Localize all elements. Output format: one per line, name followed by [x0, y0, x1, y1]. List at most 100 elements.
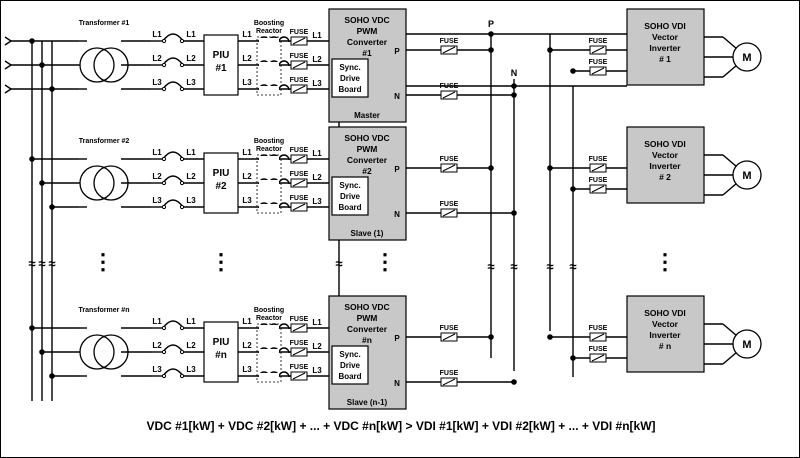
- fuse-label: FUSE: [589, 38, 608, 45]
- phase-label-in: L1: [152, 30, 162, 39]
- junction-dot: [488, 334, 494, 340]
- terminal-icon: [179, 156, 185, 162]
- sync-board-label: Board: [338, 85, 361, 94]
- phase-label-piu-out: L1: [242, 30, 252, 39]
- junction-dot: [511, 83, 517, 89]
- converter-terminal-n: N: [394, 210, 400, 219]
- reactor-label: Reactor: [256, 28, 282, 35]
- inverter-number: # 1: [659, 54, 671, 64]
- wire-break-symbol: ≈: [48, 256, 55, 271]
- transformer-secondary-icon: [93, 47, 129, 83]
- converter-subtitle: Converter: [347, 324, 388, 334]
- motor-wire: [722, 36, 738, 50]
- piu-label: PIU: [213, 168, 230, 179]
- fuse-label: FUSE: [440, 370, 459, 377]
- continuation-ellipsis: ⋮: [210, 249, 232, 274]
- sync-board-label: Sync.: [339, 181, 360, 190]
- junction-dot: [29, 38, 35, 44]
- fuse-element: [292, 61, 306, 69]
- reactor-label: Boosting: [254, 20, 284, 27]
- wire-break-symbol: ≈: [569, 259, 576, 274]
- inverter-subtitle: Vector: [652, 150, 679, 160]
- inverter-box: [626, 295, 705, 373]
- reactor-gap: [259, 86, 279, 92]
- inductor-loop-icon: [162, 199, 184, 208]
- inverter-subtitle: Inverter: [649, 161, 681, 171]
- reactor-label: Boosting: [254, 138, 284, 145]
- phase-label-in: L3: [152, 196, 162, 205]
- junction-dot: [29, 325, 35, 331]
- terminal-icon: [161, 156, 167, 162]
- reactor-boundary: [256, 36, 282, 96]
- phase-label-piu-in: L1: [186, 148, 196, 157]
- fuse-label: FUSE: [290, 171, 309, 178]
- phase-label-piu-out: L1: [242, 148, 252, 157]
- phase-label-piu-in: L2: [186, 172, 196, 181]
- motor-icon: [732, 329, 762, 359]
- fuse-label: FUSE: [589, 325, 608, 332]
- terminal-icon: [161, 62, 167, 68]
- inverter-title: SOHO VDI: [644, 139, 686, 149]
- transformer-secondary-icon: [93, 165, 129, 201]
- motor-wire: [722, 323, 738, 337]
- piu-box: [203, 34, 239, 96]
- inverter-number: # n: [659, 341, 671, 351]
- wire-break-symbol: ≈: [335, 256, 342, 271]
- phase-label-in: L3: [152, 365, 162, 374]
- converter-terminal-n: N: [394, 379, 400, 388]
- transformer-label: Transformer #n: [79, 307, 130, 314]
- fuse-label: FUSE: [440, 325, 459, 332]
- sync-board-label: Board: [338, 203, 361, 212]
- junction-dot: [570, 68, 576, 74]
- phase-label-piu-out: L2: [242, 54, 252, 63]
- sync-drive-board: [331, 345, 369, 385]
- reactor-boundary: [256, 323, 282, 383]
- fuse-label: FUSE: [589, 346, 608, 353]
- reactor-boundary: [256, 154, 282, 214]
- fuse-element: [442, 164, 456, 172]
- power-balance-formula: VDC #1[kW] + VDC #2[kW] + ... + VDC #n[k…: [146, 419, 656, 433]
- reactor-gap: [259, 204, 279, 210]
- junction-dot: [488, 47, 494, 53]
- terminal-icon: [161, 204, 167, 210]
- fuse-element: [591, 46, 605, 54]
- phase-label-piu-in: L3: [186, 196, 196, 205]
- fuse-element: [591, 333, 605, 341]
- converter-subtitle: Converter: [347, 155, 388, 165]
- sync-board-label: Drive: [340, 192, 361, 201]
- junction-dot: [511, 379, 517, 385]
- piu-box: [203, 321, 239, 383]
- transformer-primary-icon: [79, 47, 115, 83]
- fuse-element: [442, 46, 456, 54]
- motor-icon: [732, 160, 762, 190]
- fuse-label: FUSE: [440, 156, 459, 163]
- terminal-icon: [179, 180, 185, 186]
- inductor-loop-icon: [162, 33, 184, 42]
- motor-label: M: [742, 339, 751, 351]
- continuation-ellipsis: ⋮: [654, 249, 676, 274]
- junction-dot: [49, 373, 55, 379]
- inductor-loop-icon: [162, 368, 184, 377]
- wire-break-symbol: ≈: [28, 256, 35, 271]
- fuse-element: [292, 348, 306, 356]
- inverter-subtitle: Inverter: [649, 43, 681, 53]
- phase-label-piu-out: L2: [242, 341, 252, 350]
- converter-subtitle: PWM: [357, 144, 378, 154]
- reactor-coil-icon: [258, 60, 290, 67]
- converter-role: Master: [354, 111, 380, 120]
- junction-dot: [39, 349, 45, 355]
- terminal-icon: [161, 349, 167, 355]
- sync-board-label: Drive: [340, 74, 361, 83]
- phase-label-piu-out: L3: [242, 78, 252, 87]
- piu-number: #2: [215, 181, 227, 192]
- terminal-icon: [161, 38, 167, 44]
- phase-label-in: L1: [152, 317, 162, 326]
- fuse-element: [292, 155, 306, 163]
- reactor-coil-icon: [258, 347, 290, 354]
- inverter-title: SOHO VDI: [644, 308, 686, 318]
- inverter-subtitle: Vector: [652, 32, 679, 42]
- phase-label-converter: L1: [312, 149, 322, 158]
- junction-dot: [29, 156, 35, 162]
- terminal-icon: [179, 62, 185, 68]
